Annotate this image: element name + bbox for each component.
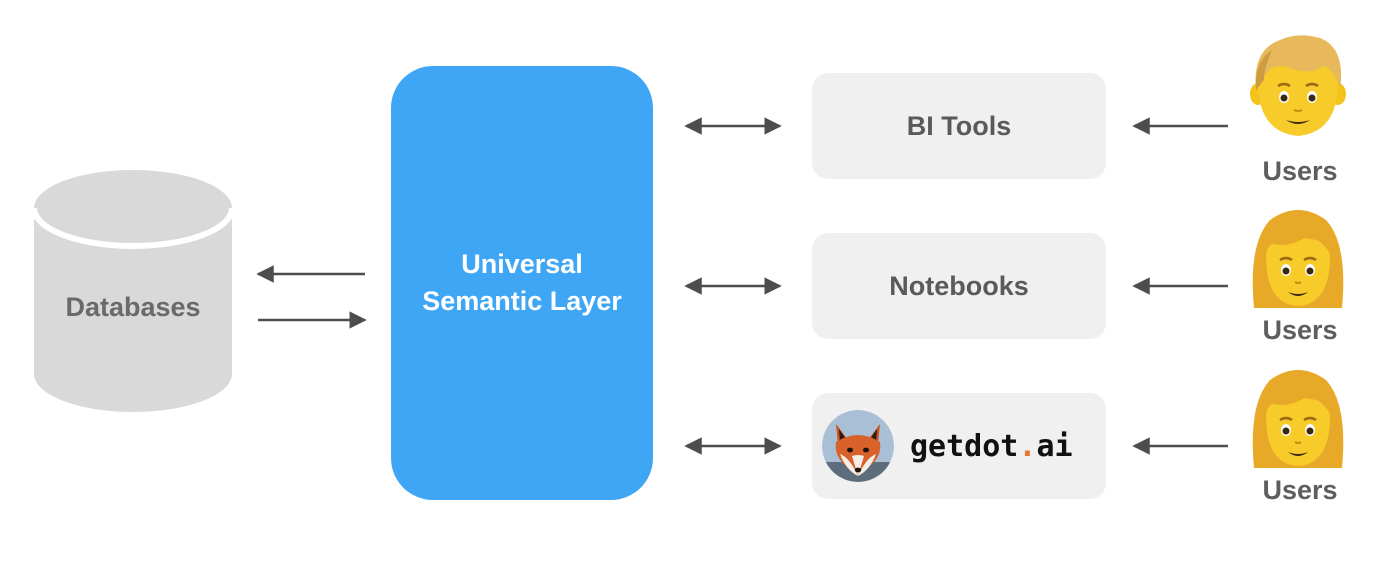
brand-tld: ai [1036,428,1073,464]
brand-name: getdot [910,428,1019,464]
getdot-box: getdot.ai [812,393,1106,499]
semantic-layer-block: Universal Semantic Layer [391,66,653,500]
semantic-layer-label: Universal Semantic Layer [422,249,622,316]
databases-label: Databases [65,292,201,322]
users-label-1: Users [1262,156,1338,186]
bi-tools-label: BI Tools [906,110,1012,141]
notebooks-box: Notebooks [812,233,1106,339]
brand-dot: . [1018,428,1037,464]
fox-logo-icon [822,410,894,482]
man-emoji-icon [1250,35,1346,136]
woman-emoji-icon [1252,370,1344,468]
users-label-2: Users [1262,315,1338,345]
woman-emoji-icon [1252,210,1344,308]
database-cylinder-icon [31,170,235,412]
bi-tools-box: BI Tools [812,73,1106,179]
users-label-3: Users [1262,475,1338,505]
getdot-brand-text: getdot.ai [910,429,1073,464]
notebooks-label: Notebooks [889,270,1029,301]
